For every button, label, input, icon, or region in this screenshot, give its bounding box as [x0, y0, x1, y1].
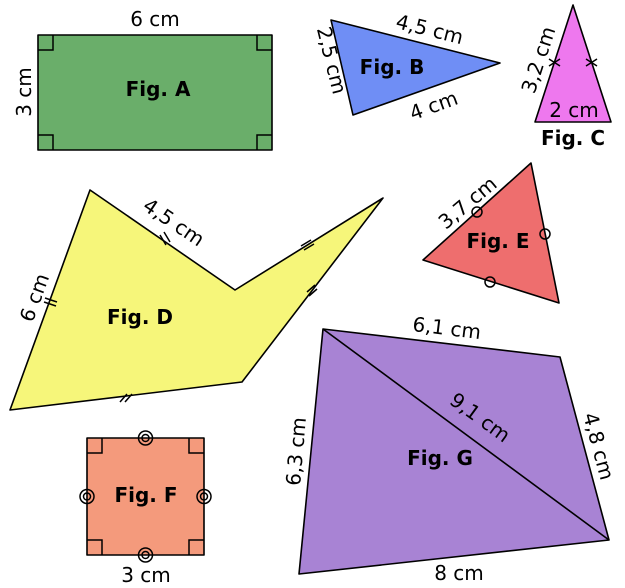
figure-a-height-label: 3 cm — [12, 67, 36, 117]
figure-a-rectangle — [37, 34, 273, 151]
figure-c-name: Fig. C — [541, 126, 605, 150]
figure-f-equal-side-marks — [79, 430, 212, 563]
figure-a-name: Fig. A — [126, 77, 191, 101]
figure-c-equal-side-marks — [548, 58, 598, 67]
figure-e: 3,7 cm Fig. E — [422, 162, 560, 304]
figure-g-left-label: 6,3 cm — [281, 416, 311, 486]
figure-e-mark-bottom — [484, 276, 496, 288]
figure-g-name: Fig. G — [407, 446, 473, 470]
figure-c: 3,2 cm 2 cm Fig. C — [516, 4, 612, 150]
figure-g: 6,1 cm 6,3 cm 4,8 cm 8 cm 9,1 cm Fig. G — [281, 312, 619, 585]
figure-b: 4,5 cm 2,5 cm 4 cm Fig. B — [312, 9, 501, 125]
figure-d-polygon — [9, 189, 384, 411]
figure-f: 3 cm Fig. F — [79, 430, 212, 587]
figure-d-tick-marks — [43, 231, 318, 403]
figure-e-mark-right — [539, 228, 551, 240]
figure-f-right-angle-marks — [87, 438, 204, 555]
figure-c-base-label: 2 cm — [549, 98, 599, 122]
figure-e-triangle — [422, 162, 560, 304]
figure-e-mark-left — [471, 206, 483, 218]
figure-f-square — [86, 437, 205, 556]
figure-f-name: Fig. F — [114, 483, 177, 507]
figure-g-bottom-label: 8 cm — [434, 561, 484, 585]
figure-a-right-angle-marks — [38, 35, 272, 150]
figure-a-width-label: 6 cm — [130, 7, 180, 31]
figure-g-top-label: 6,1 cm — [411, 312, 482, 344]
figure-e-name: Fig. E — [466, 229, 529, 253]
figure-g-diagonal — [322, 328, 610, 541]
figure-d-name: Fig. D — [107, 305, 173, 329]
figure-b-triangle — [330, 19, 501, 116]
figure-a: 6 cm 3 cm Fig. A — [12, 7, 273, 151]
figure-f-side-label: 3 cm — [121, 563, 171, 587]
figure-b-name: Fig. B — [360, 55, 425, 79]
